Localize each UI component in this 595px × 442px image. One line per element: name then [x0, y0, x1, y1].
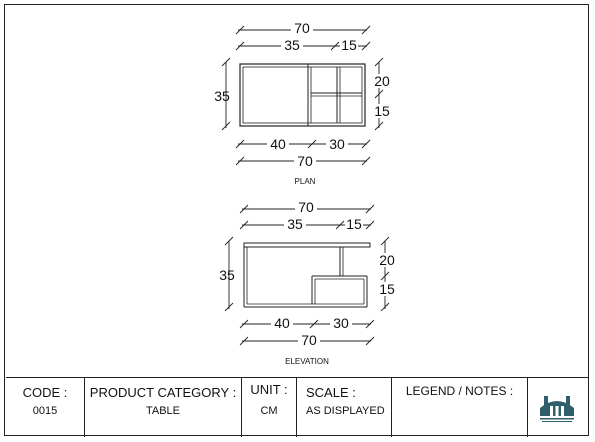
- unit-label: UNIT :: [250, 382, 288, 397]
- elevation-dim-right-upper-label: 20: [379, 252, 395, 268]
- code-cell: CODE : 0015: [6, 378, 85, 437]
- unit-cell: UNIT : CM: [242, 378, 297, 437]
- scale-cell: SCALE : AS DISPLAYED: [297, 378, 392, 437]
- plan-outline: [239, 63, 366, 127]
- category-value: TABLE: [145, 405, 181, 417]
- elevation-dim-overall-bottom-label: 70: [301, 332, 317, 348]
- elevation-dim-right: [380, 236, 390, 312]
- elevation-dim-right-lower-label: 15: [379, 281, 395, 297]
- legend-label: LEGEND / NOTES :: [405, 384, 514, 398]
- plan-dim-bottom-split: [235, 139, 371, 149]
- elevation-dim-overall-top-label: 70: [298, 199, 314, 215]
- legend-cell: LEGEND / NOTES :: [392, 378, 528, 437]
- elevation-dim-bottom-right-label: 30: [333, 315, 349, 331]
- scale-label: SCALE :: [306, 385, 356, 400]
- plan-dim-right: [374, 57, 384, 131]
- plan-dim-right-upper-label: 20: [374, 73, 390, 89]
- elevation-caption: ELEVATION: [285, 357, 329, 366]
- plan-dim-overall-top-label: 70: [294, 20, 310, 36]
- elevation-dim-left-label: 35: [219, 267, 235, 283]
- elevation-dim-top-right-label: 15: [346, 216, 362, 232]
- plan-dim-overall-bottom-label: 70: [297, 153, 313, 169]
- plan-dim-left: [221, 57, 231, 131]
- plan-inner-outline: [242, 66, 363, 124]
- plan-caption: PLAN: [295, 177, 316, 186]
- plan-dim-top-left-label: 35: [284, 37, 300, 53]
- elevation-dim-bottom-left-label: 40: [274, 315, 290, 331]
- scale-value: AS DISPLAYED: [306, 405, 385, 417]
- title-block: CODE : 0015 PRODUCT CATEGORY : TABLE UNI…: [6, 377, 589, 437]
- category-cell: PRODUCT CATEGORY : TABLE: [85, 378, 242, 437]
- plan-dim-left-label: 35: [214, 88, 230, 104]
- logo-cell: [528, 378, 589, 437]
- elevation-view: [224, 204, 390, 346]
- elevation-dim-top-left-label: 35: [287, 216, 303, 232]
- plan-dim-right-lower-label: 15: [374, 103, 390, 119]
- code-value: 0015: [32, 405, 58, 417]
- category-label: PRODUCT CATEGORY :: [89, 385, 237, 400]
- unit-value: CM: [260, 405, 278, 417]
- building-logo-icon: [540, 396, 574, 422]
- elevation-top-slab: [243, 242, 371, 248]
- code-label: CODE :: [22, 385, 68, 400]
- plan-dim-bottom-left-label: 40: [270, 136, 286, 152]
- plan-dim-bottom-right-label: 30: [329, 136, 345, 152]
- plan-dim-top-right-label: 15: [341, 37, 357, 53]
- elevation-dim-bottom-split: [239, 319, 375, 329]
- elevation-dim-left: [224, 236, 234, 312]
